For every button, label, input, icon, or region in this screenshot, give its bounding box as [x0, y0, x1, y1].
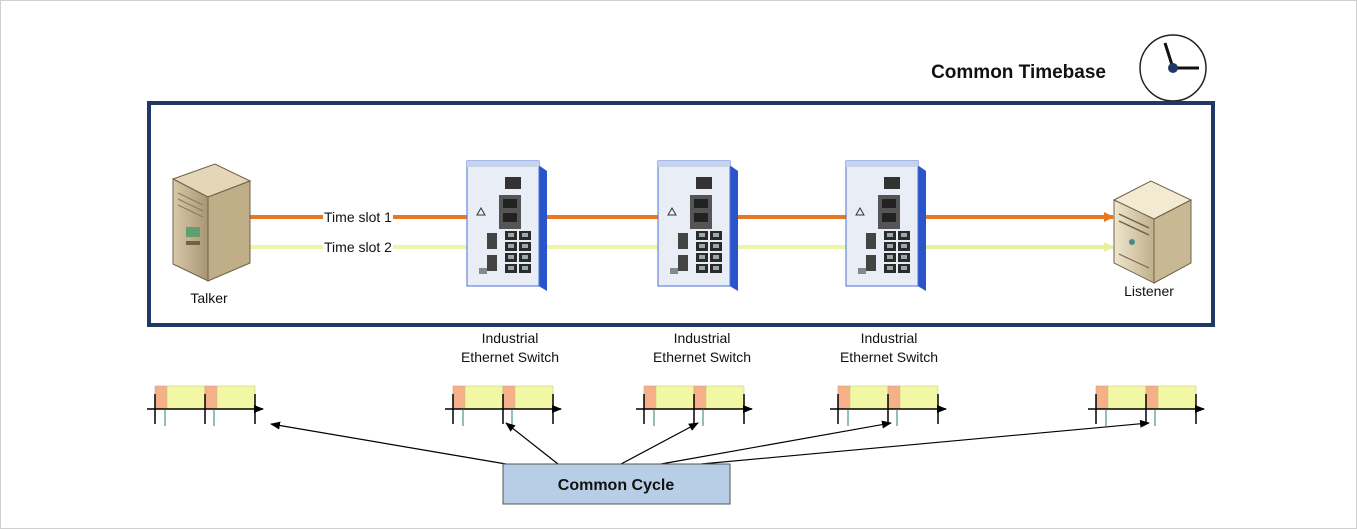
slot-2-label: Time slot 2 — [324, 239, 392, 255]
switch-2-label-line1: Industrial — [674, 330, 731, 346]
cycle-timeline — [147, 385, 264, 426]
listener-server-icon — [1112, 180, 1193, 284]
switch-3-label-line1: Industrial — [861, 330, 918, 346]
switch-1-label-line2: Ethernet Switch — [461, 349, 559, 365]
ethernet-switch-icon — [845, 160, 926, 291]
cycle-timeline — [445, 385, 562, 426]
common-cycle-box: Common Cycle — [502, 463, 731, 505]
timebase-frame — [147, 101, 1215, 327]
cycle-timeline — [830, 385, 947, 426]
common-cycle-label: Common Cycle — [558, 477, 675, 494]
switch-3-label-line2: Ethernet Switch — [840, 349, 938, 365]
switch-2-label-line2: Ethernet Switch — [653, 349, 751, 365]
listener-label: Listener — [1124, 283, 1174, 299]
clock-icon — [1139, 34, 1207, 102]
switch-1-label-line1: Industrial — [482, 330, 539, 346]
ethernet-switch-icon — [466, 160, 547, 291]
ethernet-switch-icon — [657, 160, 738, 291]
timebase-title: Common Timebase — [931, 62, 1106, 83]
cycle-timeline — [636, 385, 753, 426]
cycle-timeline — [1088, 385, 1205, 426]
switch-group — [466, 160, 926, 291]
cycle-arrows — [270, 419, 1150, 465]
talker-label: Talker — [190, 290, 228, 306]
slot-1-label: Time slot 1 — [324, 209, 392, 225]
talker-server-icon — [171, 163, 252, 282]
timeline-group — [147, 385, 1205, 426]
